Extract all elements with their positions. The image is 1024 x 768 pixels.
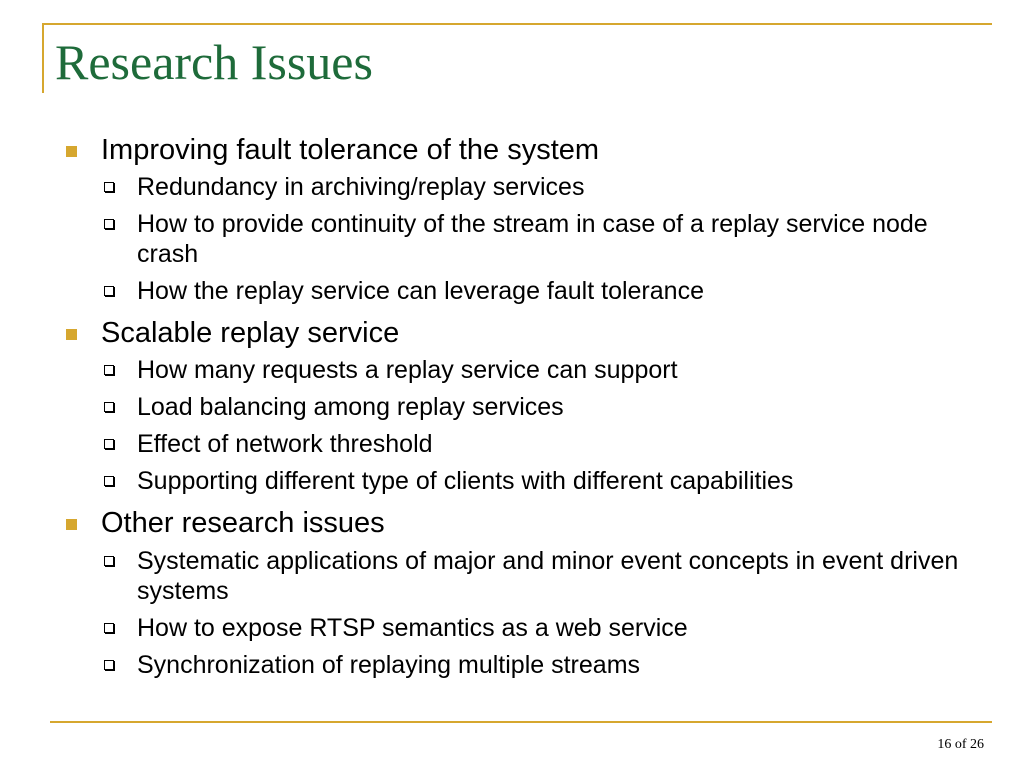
sub-bullet-list: How many requests a replay service can s… [60, 355, 980, 496]
level1-bullet: Improving fault tolerance of the system [60, 133, 980, 167]
level2-bullet: How to provide continuity of the stream … [60, 209, 980, 269]
level1-bullet: Other research issues [60, 506, 980, 540]
left-border-line [42, 23, 44, 93]
hollow-square-bullet-icon [104, 555, 114, 566]
hollow-square-bullet-icon [104, 286, 114, 297]
top-border-line [42, 23, 992, 25]
level1-bullet-text: Improving fault tolerance of the system [101, 134, 600, 166]
level2-bullet-text: How to provide continuity of the stream … [137, 210, 928, 269]
level2-bullet-text: How the replay service can leverage faul… [137, 277, 704, 306]
page-number: 16 of 26 [937, 737, 984, 752]
hollow-square-bullet-icon [104, 402, 114, 413]
square-bullet-icon [66, 519, 77, 531]
slide-content: Improving fault tolerance of the system … [60, 133, 980, 690]
hollow-square-bullet-icon [104, 365, 114, 376]
bullet-section: Scalable replay service How many request… [60, 316, 980, 496]
level2-bullet-text: Load balancing among replay services [137, 393, 564, 422]
level2-bullet: How many requests a replay service can s… [60, 355, 980, 385]
level2-bullet-text: How many requests a replay service can s… [137, 356, 678, 385]
hollow-square-bullet-icon [104, 219, 114, 230]
square-bullet-icon [66, 329, 77, 341]
sub-bullet-list: Redundancy in archiving/replay services … [60, 172, 980, 306]
level2-bullet-text: Supporting different type of clients wit… [137, 467, 794, 496]
level2-bullet: Systematic applications of major and min… [60, 546, 980, 606]
sub-bullet-list: Systematic applications of major and min… [60, 546, 980, 680]
level1-bullet-text: Scalable replay service [101, 317, 400, 350]
level2-bullet: Effect of network threshold [60, 429, 980, 459]
bullet-section: Improving fault tolerance of the system … [60, 133, 980, 306]
bullet-section: Other research issues Systematic applica… [60, 506, 980, 679]
level2-bullet-text: Synchronization of replaying multiple st… [137, 650, 641, 679]
slide-title: Research Issues [55, 34, 373, 90]
level2-bullet: Synchronization of replaying multiple st… [60, 650, 980, 680]
level1-bullet: Scalable replay service [60, 316, 980, 350]
level2-bullet: Load balancing among replay services [60, 392, 980, 422]
level2-bullet: How the replay service can leverage faul… [60, 276, 980, 306]
hollow-square-bullet-icon [104, 622, 114, 633]
level2-bullet-text: Redundancy in archiving/replay services [137, 173, 585, 202]
hollow-square-bullet-icon [104, 439, 114, 450]
level2-bullet: Supporting different type of clients wit… [60, 466, 980, 496]
level2-bullet-text: Systematic applications of major and min… [137, 546, 959, 605]
level1-bullet-text: Other research issues [101, 507, 385, 540]
square-bullet-icon [66, 146, 77, 157]
level2-bullet: Redundancy in archiving/replay services [60, 172, 980, 202]
level2-bullet-text: How to expose RTSP semantics as a web se… [137, 613, 688, 642]
level2-bullet-text: Effect of network threshold [137, 430, 433, 459]
hollow-square-bullet-icon [104, 659, 114, 670]
hollow-square-bullet-icon [104, 476, 114, 487]
level2-bullet: How to expose RTSP semantics as a web se… [60, 613, 980, 643]
hollow-square-bullet-icon [104, 182, 114, 193]
bottom-border-line [50, 721, 992, 723]
